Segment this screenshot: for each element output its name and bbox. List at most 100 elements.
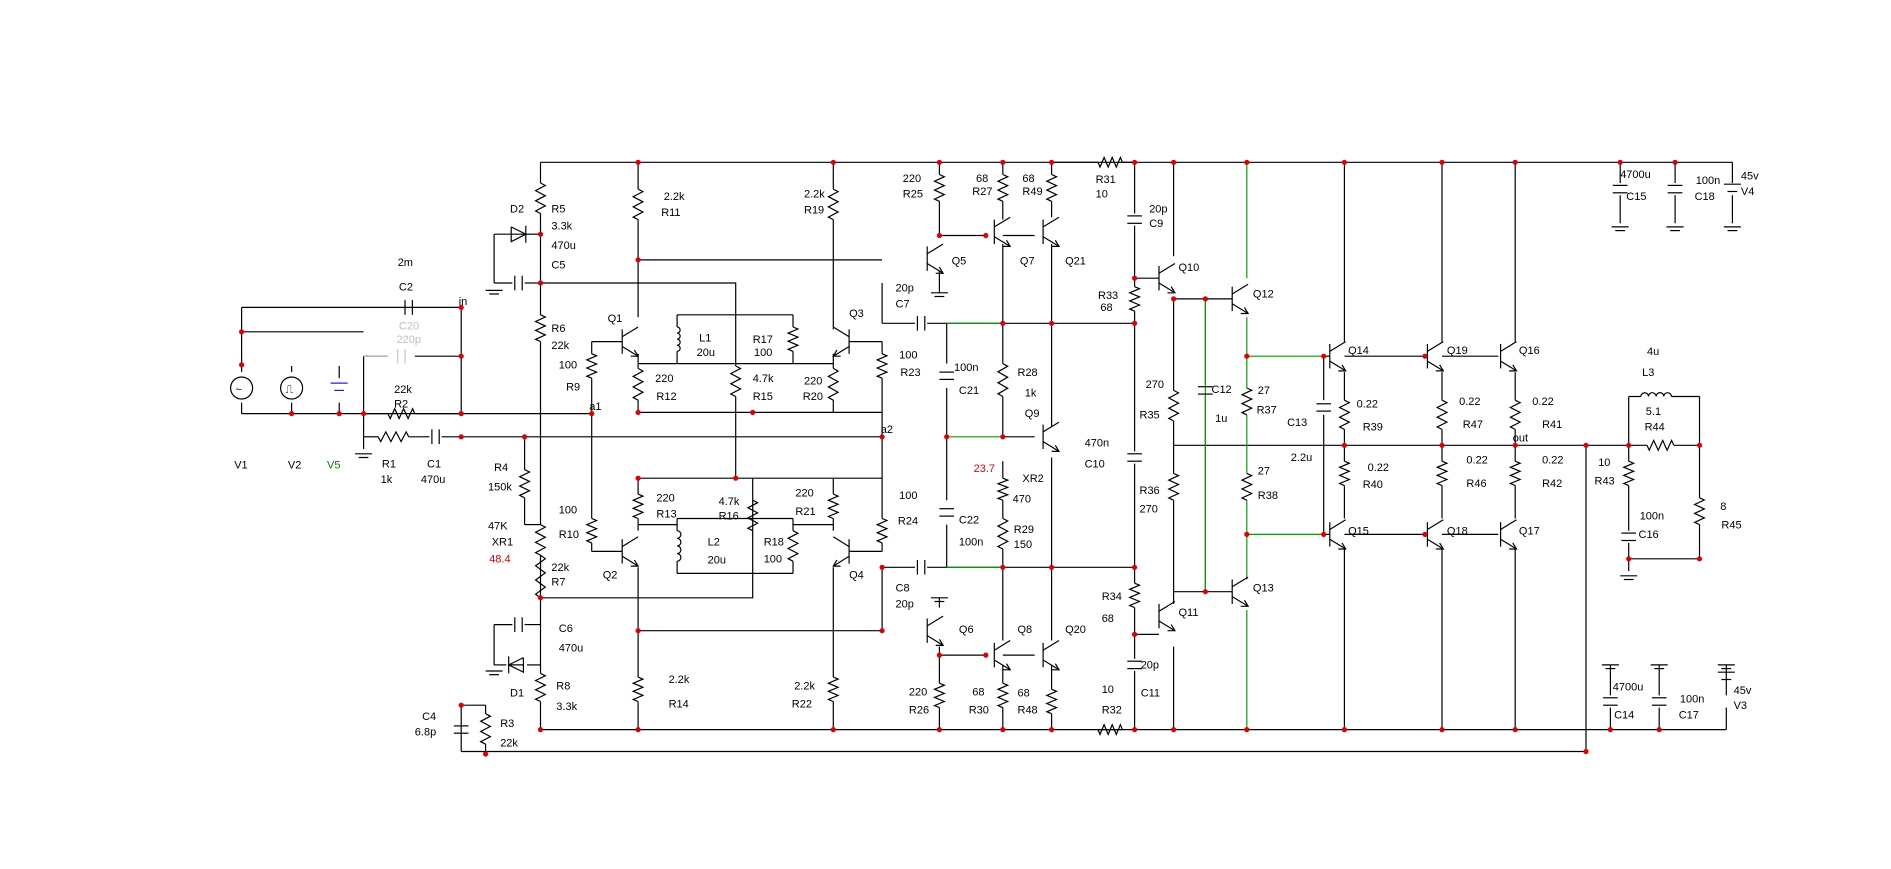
capacitor-c15 (1612, 184, 1628, 194)
transistor-q14 (1329, 341, 1347, 372)
junction-dot (458, 353, 464, 359)
junction-dot (936, 232, 943, 239)
ground-c17 (1650, 664, 1668, 670)
label-c9v: 20p (1149, 203, 1167, 215)
junction-dot (1132, 159, 1138, 165)
label-r7: R7 (551, 577, 565, 589)
label-c11: C11 (1141, 688, 1160, 700)
label-r48: R48 (1018, 705, 1038, 717)
resistor-r44 (1646, 438, 1675, 452)
label-q5: Q5 (952, 256, 967, 268)
resistor-r32 (1097, 723, 1123, 736)
step-source-v2: ⎍ (280, 376, 304, 400)
label-q7: Q7 (1020, 256, 1035, 268)
label-r22v: 2.2k (794, 680, 815, 692)
label-xr1r: 48.4 (489, 553, 510, 565)
label-r27: R27 (972, 186, 992, 198)
junction-dot (635, 727, 641, 733)
resistor-r17 (786, 326, 800, 352)
diode-d2 (510, 225, 528, 243)
junction-dot (1171, 159, 1177, 165)
label-r15v: 4.7k (753, 373, 774, 385)
label-r27v: 68 (976, 173, 988, 185)
junction-dot (1626, 442, 1632, 448)
resistor-r12 (631, 367, 645, 401)
label-r34: R34 (1102, 591, 1122, 603)
label-q19: Q19 (1447, 345, 1468, 357)
resistor-r42 (1508, 460, 1522, 487)
transistor-q3 (832, 326, 850, 357)
junction-dot (458, 434, 464, 440)
junction-dot (537, 727, 544, 733)
label-r26v: 220 (909, 686, 927, 698)
label-r34v: 68 (1102, 613, 1114, 625)
label-c7v: 20p (896, 283, 914, 295)
junction-dot (1244, 727, 1250, 733)
resistor-r22 (826, 676, 840, 703)
junction-dot (1439, 159, 1445, 165)
junction-dot (289, 411, 295, 417)
battery-v5 (330, 382, 348, 391)
label-c2: C2 (399, 281, 413, 293)
label-c21v: 100n (954, 362, 978, 374)
junction-dot (589, 411, 595, 417)
resistor-r41 (1509, 399, 1522, 430)
label-c11v: 20p (1141, 660, 1159, 672)
label-r38v: 27 (1258, 466, 1270, 478)
label-xr1: XR1 (492, 536, 513, 548)
label-r13: R13 (656, 508, 676, 520)
resistor-r43 (1622, 460, 1636, 487)
capacitor-c18 (1667, 184, 1683, 194)
label-r40v: 0.22 (1368, 462, 1389, 474)
label-c21: C21 (959, 385, 979, 397)
resistor-r14 (631, 676, 645, 703)
junction-dot (936, 727, 943, 733)
junction-dot (1244, 353, 1250, 359)
label-c22v: 100n (959, 536, 983, 548)
capacitor-c13 (1316, 403, 1331, 412)
label-r42: R42 (1542, 478, 1562, 490)
capacitor-c10 (1127, 453, 1142, 462)
label-r11v: 2.2k (664, 191, 685, 203)
label-r36: R36 (1140, 485, 1160, 497)
transistor-q7 (993, 216, 1012, 247)
label-r4: R4 (494, 462, 508, 474)
junction-dot (983, 232, 989, 239)
junction-dot (1512, 442, 1518, 448)
capacitor-c12 (1198, 386, 1213, 395)
junction-dot (879, 628, 885, 634)
label-q6: Q6 (959, 624, 974, 636)
label-r42v: 0.22 (1542, 455, 1563, 467)
capacitor-c17 (1651, 697, 1667, 706)
label-r17: R17 (753, 334, 773, 346)
label-r12: R12 (656, 391, 676, 403)
label-r10: R10 (559, 529, 579, 541)
label-r18: R18 (764, 536, 784, 548)
resistor-r38 (1240, 472, 1254, 501)
label-r41: R41 (1542, 419, 1562, 431)
label-xr1v: 47K (488, 521, 508, 533)
label-r46: R46 (1466, 478, 1486, 490)
resistor-r47 (1435, 399, 1449, 430)
junction-dot (1696, 556, 1703, 562)
capacitor-c21 (939, 371, 954, 380)
label-q10: Q10 (1179, 262, 1200, 274)
label-r49v: 68 (1022, 173, 1034, 185)
label-r48v: 68 (1018, 688, 1030, 700)
label-r25v: 220 (903, 173, 921, 185)
label-v3v: 45v (1734, 685, 1752, 697)
resistor-r40 (1338, 460, 1351, 487)
transistor-q1 (621, 326, 640, 357)
green-wires (946, 162, 1324, 730)
junction-dot (1171, 727, 1177, 733)
junction-dot (336, 411, 342, 417)
label-r21v: 220 (795, 488, 813, 500)
resistor-r18 (786, 530, 800, 562)
label-r9: R9 (566, 381, 580, 393)
label-r29v: 150 (1014, 539, 1032, 551)
label-c17v: 100n (1680, 694, 1704, 706)
junction-dot (1321, 353, 1327, 359)
label-r22: R22 (792, 699, 812, 711)
junction-dot (1000, 159, 1006, 165)
resistor-r33 (1128, 286, 1142, 312)
